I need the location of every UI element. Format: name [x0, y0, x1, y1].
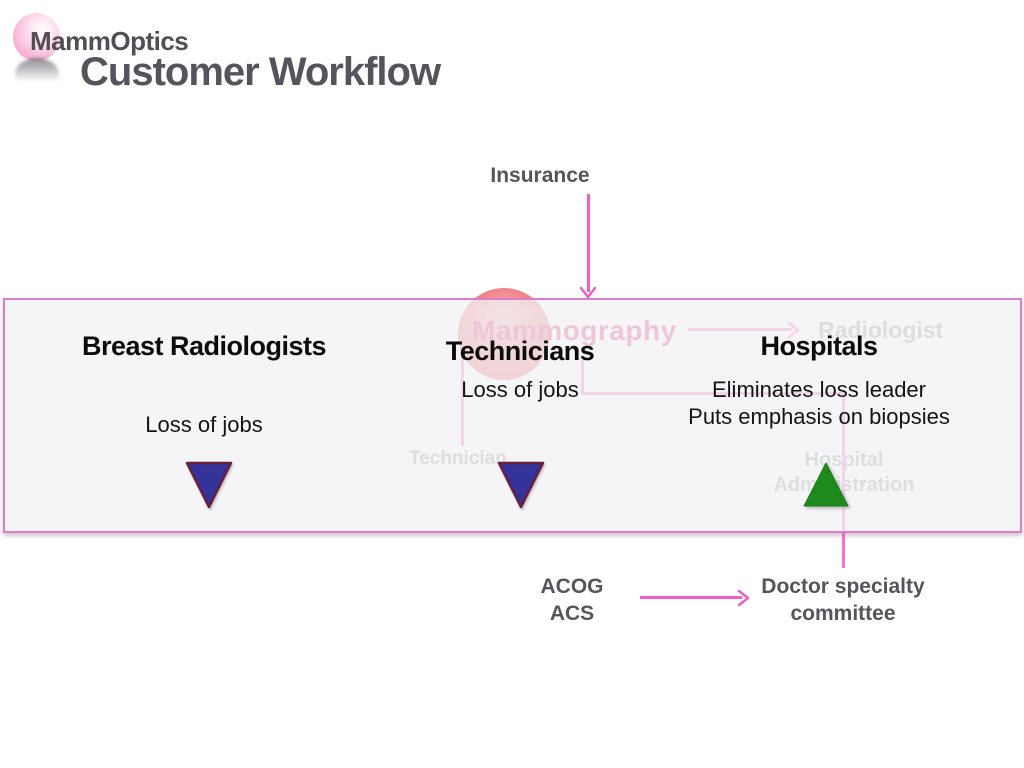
committee-line2: committee	[790, 602, 896, 625]
node-doctor-specialty-committee: Doctor specialty committee	[758, 573, 928, 627]
column-note-hospitals-2: Puts emphasis on biopsies	[688, 404, 950, 429]
down-triangle-icon	[497, 461, 545, 509]
column-note-technicians: Loss of jobs	[461, 377, 579, 402]
down-arrowhead-icon	[579, 286, 597, 299]
logo-ball-icon	[13, 13, 60, 61]
column-title-technicians: Technicians	[445, 336, 595, 366]
column-note-breast-radiologists: Loss of jobs	[145, 412, 263, 437]
right-arrowhead-icon	[737, 589, 750, 607]
acog-line2: ACS	[549, 602, 595, 625]
acog-line1: ACOG	[540, 575, 604, 598]
committee-line1: Doctor specialty	[761, 575, 925, 598]
down-triangle-icon	[185, 461, 233, 509]
arrow-insurance-line	[587, 194, 590, 292]
node-insurance: Insurance	[490, 164, 590, 187]
logo-reflection	[15, 58, 59, 90]
node-acog-acs: ACOG ACS	[497, 573, 647, 627]
page-title: Customer Workflow	[80, 50, 441, 94]
column-title-hospitals: Hospitals	[760, 331, 878, 361]
column-title-breast-radiologists: Breast Radiologists	[81, 331, 327, 361]
up-triangle-icon	[803, 462, 849, 507]
arrow-acog-committee-line	[640, 596, 742, 599]
overlay-panel	[3, 298, 1022, 533]
column-note-hospitals-1: Eliminates loss leader	[712, 377, 926, 402]
brand-name: MammOptics	[30, 26, 189, 56]
